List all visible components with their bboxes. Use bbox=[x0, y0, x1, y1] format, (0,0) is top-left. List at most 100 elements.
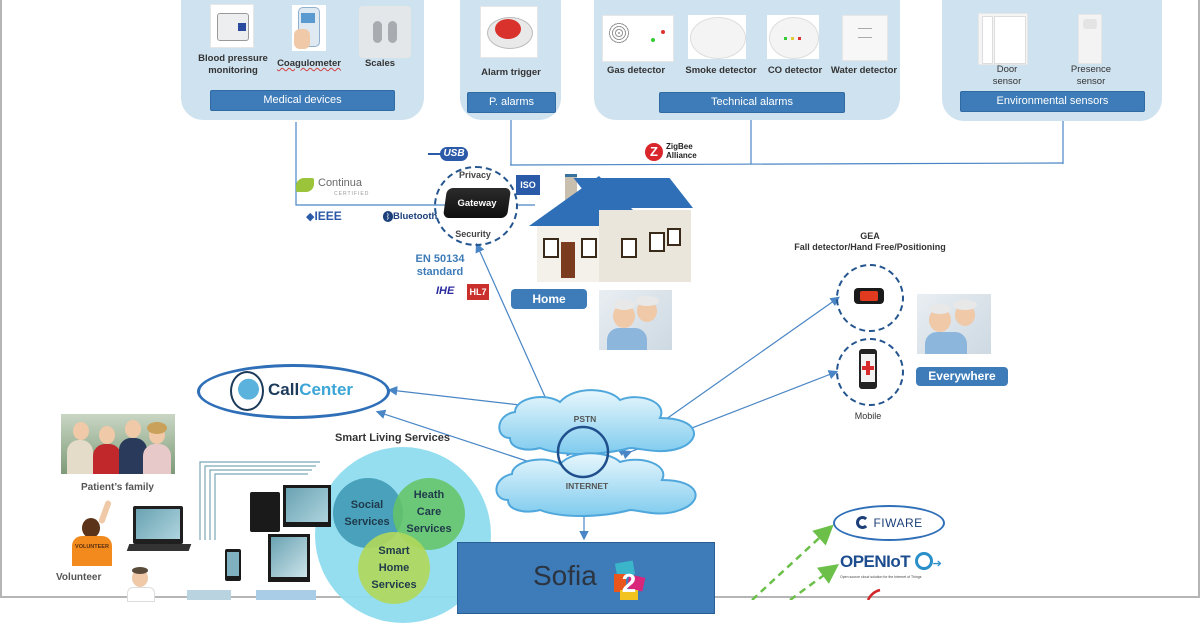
gas-detector-icon bbox=[602, 15, 674, 62]
nurse-photo bbox=[187, 590, 231, 600]
co-detector-icon bbox=[767, 15, 819, 59]
medical-staff-photo bbox=[256, 590, 316, 600]
openiot-label: OPENIoT bbox=[840, 552, 911, 571]
doctor-figure bbox=[125, 565, 155, 602]
volunteer-label: Volunteer bbox=[56, 572, 102, 583]
openiot-arrow-icon: ➔ bbox=[932, 558, 942, 570]
callcenter-center: Center bbox=[299, 380, 354, 399]
openiot-tagline: Open source cloud solution for the Inter… bbox=[840, 575, 922, 579]
house-wall-side bbox=[599, 210, 691, 282]
gateway-circle bbox=[434, 166, 518, 246]
mobile-link-arrow bbox=[621, 370, 839, 460]
standard-label: EN 50134 standard bbox=[405, 253, 475, 279]
volunteer-shirt-text: VOLUNTEER bbox=[75, 544, 109, 550]
zigbee-label: ZigBee bbox=[666, 142, 693, 151]
device-caption: Scales bbox=[364, 58, 396, 69]
fiware-ellipse[interactable] bbox=[833, 505, 945, 541]
volunteer-figure: VOLUNTEER bbox=[68, 499, 118, 570]
health-line1: Heath bbox=[413, 489, 445, 501]
scales-icon bbox=[359, 6, 411, 58]
blood-pressure-monitor-icon bbox=[210, 4, 254, 48]
ieee-logo: ◆IEEE bbox=[306, 207, 342, 225]
continua-certified-label: CERTIFIED bbox=[334, 191, 370, 197]
callcenter-call: Call bbox=[268, 380, 300, 399]
medical-devices-label: Medical devices bbox=[210, 90, 395, 111]
desktop-tower-icon bbox=[250, 492, 280, 532]
ieee-label: IEEE bbox=[314, 209, 342, 223]
continua-logo: Continua CERTIFIED bbox=[296, 176, 376, 200]
smoke-detector-icon bbox=[688, 15, 746, 59]
house-window bbox=[581, 238, 597, 258]
fiware-logo: FIWARE bbox=[856, 514, 923, 532]
zigbee-alliance-label: Alliance bbox=[666, 151, 697, 160]
device-caption: Gas detector bbox=[606, 65, 666, 76]
door-sensor-icon bbox=[978, 13, 1028, 65]
standard-line2: standard bbox=[416, 266, 464, 278]
house-illustration bbox=[527, 170, 697, 290]
patients-family-label: Patient’s family bbox=[81, 482, 154, 493]
red-arrow-fragment bbox=[866, 588, 881, 600]
standard-line1: EN 50134 bbox=[415, 253, 465, 265]
smart-home-services-label: Smart Home Services bbox=[362, 543, 426, 594]
elderly-couple-photo-home bbox=[599, 290, 672, 350]
openiot-eye-icon bbox=[914, 552, 933, 570]
door-sensor-line2: sensor bbox=[992, 76, 1022, 87]
openiot-arrow bbox=[789, 564, 840, 600]
volunteer-shirt bbox=[72, 536, 112, 566]
social-line2: Services bbox=[344, 516, 390, 528]
callcenter-pstn-arrow bbox=[387, 386, 528, 411]
callcenter-logo-text: CallCenter bbox=[268, 380, 353, 400]
presence-sensor-line2: sensor bbox=[1076, 76, 1106, 87]
callcenter-ellipse[interactable] bbox=[197, 364, 390, 419]
health-care-services-label: Heath Care Services bbox=[398, 487, 460, 538]
callcenter-headset-icon bbox=[230, 371, 264, 411]
environmental-sensors-label: Environmental sensors bbox=[960, 91, 1145, 112]
social-services-label: Social Services bbox=[336, 497, 398, 531]
mobile-phone-icon bbox=[859, 349, 877, 389]
sofia-logo-text: Sofia bbox=[533, 560, 597, 591]
zigbee-logo: Z ZigBee Alliance bbox=[645, 141, 705, 165]
door-sensor-line1: Door bbox=[996, 64, 1018, 75]
gateway-top-label: Privacy bbox=[458, 170, 492, 180]
patients-family-photo bbox=[61, 414, 175, 474]
fiware-label: FIWARE bbox=[873, 515, 923, 530]
fall-detector-circle bbox=[836, 264, 904, 332]
device-caption: Presence sensor bbox=[1066, 64, 1116, 88]
fiware-arrow bbox=[751, 524, 834, 600]
water-detector-icon bbox=[842, 15, 888, 61]
sofia-version: 2 bbox=[621, 568, 637, 598]
zigbee-bus-line bbox=[509, 162, 1064, 166]
bluetooth-label: Bluetooth bbox=[393, 211, 438, 222]
device-caption: Door sensor bbox=[985, 64, 1029, 88]
usb-logo: USB bbox=[428, 147, 470, 161]
coagulometer-icon bbox=[292, 5, 326, 51]
desktop-monitor-icon bbox=[283, 485, 331, 527]
bluetooth-icon: ᛒ bbox=[383, 211, 393, 222]
house-door bbox=[561, 242, 575, 278]
device-caption: CO detector bbox=[767, 65, 823, 76]
presence-sensor-line1: Presence bbox=[1070, 64, 1112, 75]
gateway-label: Gateway bbox=[457, 198, 497, 209]
device-cables bbox=[199, 461, 320, 540]
house-window bbox=[649, 232, 665, 252]
internet-label: INTERNET bbox=[565, 481, 609, 491]
home-line3: Services bbox=[371, 579, 417, 591]
smartphone-icon bbox=[225, 549, 241, 581]
house-window bbox=[621, 238, 637, 258]
elderly-couple-photo-everywhere bbox=[917, 294, 991, 354]
hl7-logo: HL7 bbox=[467, 284, 489, 300]
tablet-icon bbox=[268, 534, 310, 582]
pstn-label: PSTN bbox=[573, 414, 597, 424]
continua-leaf-icon bbox=[296, 178, 314, 192]
device-caption: Water detector bbox=[830, 65, 898, 76]
personal-alarms-label: P. alarms bbox=[467, 92, 556, 113]
mobile-label: Mobile bbox=[854, 411, 882, 421]
zigbee-icon: Z bbox=[645, 143, 663, 161]
health-line2: Care bbox=[416, 506, 442, 518]
device-caption: Blood pressure monitoring bbox=[198, 53, 268, 76]
mobile-circle bbox=[836, 338, 904, 406]
laptop-base bbox=[126, 544, 192, 551]
gateway-bottom-label: Security bbox=[455, 229, 491, 239]
social-line1: Social bbox=[350, 499, 384, 511]
